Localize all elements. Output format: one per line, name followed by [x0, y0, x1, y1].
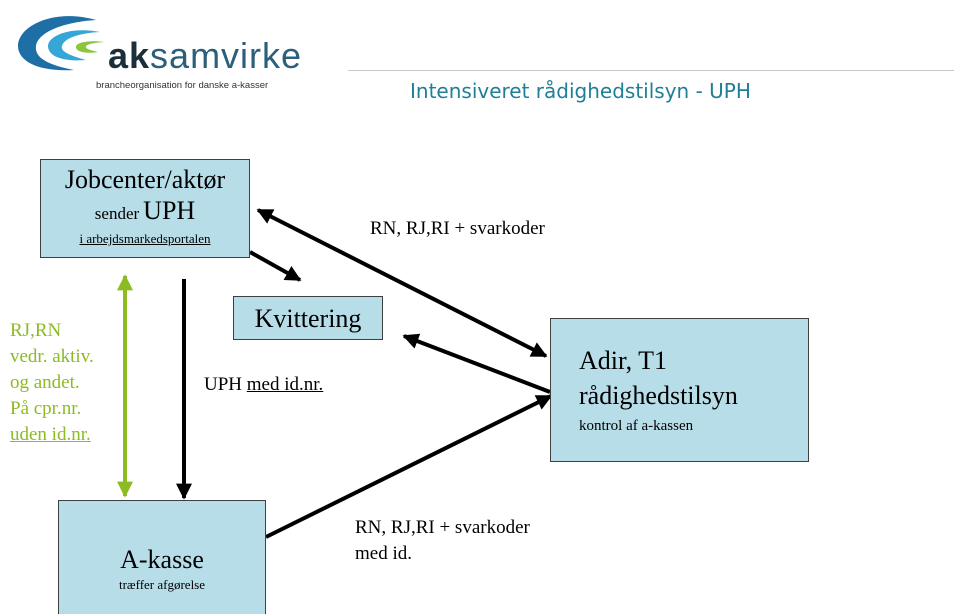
jobcenter-subtitle: sender UPH: [94, 196, 196, 225]
akasse-title: A-kasse: [120, 545, 204, 574]
adir-subtitle: rådighedstilsyn: [579, 381, 738, 410]
green-line-2: vedr. aktiv.: [10, 346, 94, 367]
arrow-akasse-adir: [265, 394, 553, 539]
label-top-right: RN, RJ,RI + svarkoder: [370, 218, 545, 239]
green-line-5: uden id.nr.: [10, 424, 91, 445]
logo-wordmark: aksamvirke: [108, 35, 303, 76]
green-label-group: RJ,RN vedr. aktiv. og andet. På cpr.nr. …: [10, 318, 94, 448]
logo-tagline: brancheorganisation for danske a-kasser: [96, 80, 269, 91]
logo-swoosh-icon: [18, 16, 104, 71]
slide-title: Intensiveret rådighedstilsyn - UPH: [410, 79, 751, 103]
akasse-box: A-kasse træffer afgørelse: [58, 500, 266, 614]
adir-title: Adir, T1: [579, 346, 668, 375]
jobcenter-title: Jobcenter/aktør: [64, 165, 226, 194]
kvittering-label: Kvittering: [254, 304, 362, 333]
green-line-4: På cpr.nr.: [10, 398, 82, 419]
arrow-jobcenter-adir: [256, 208, 548, 358]
label-bottom-line1: RN, RJ,RI + svarkoder: [355, 517, 530, 538]
arrow-adir-kvittering: [402, 333, 551, 394]
header-divider: [348, 70, 954, 71]
jobcenter-box: Jobcenter/aktør sender UPH i arbejdsmark…: [40, 159, 250, 258]
adir-box: Adir, T1 rådighedstilsyn kontrol af a-ka…: [550, 318, 809, 462]
label-uph: UPH med id.nr.: [204, 374, 324, 395]
green-line-3: og andet.: [10, 372, 80, 393]
arrow-jobcenter-kvittering: [249, 250, 302, 282]
green-line-1: RJ,RN: [10, 320, 62, 341]
label-bottom-line2: med id.: [355, 543, 412, 564]
jobcenter-note: i arbejdsmarkedsportalen: [79, 231, 211, 246]
kvittering-box: Kvittering: [233, 296, 383, 340]
akasse-note: træffer afgørelse: [118, 577, 206, 592]
adir-note: kontrol af a-kassen: [579, 418, 694, 434]
